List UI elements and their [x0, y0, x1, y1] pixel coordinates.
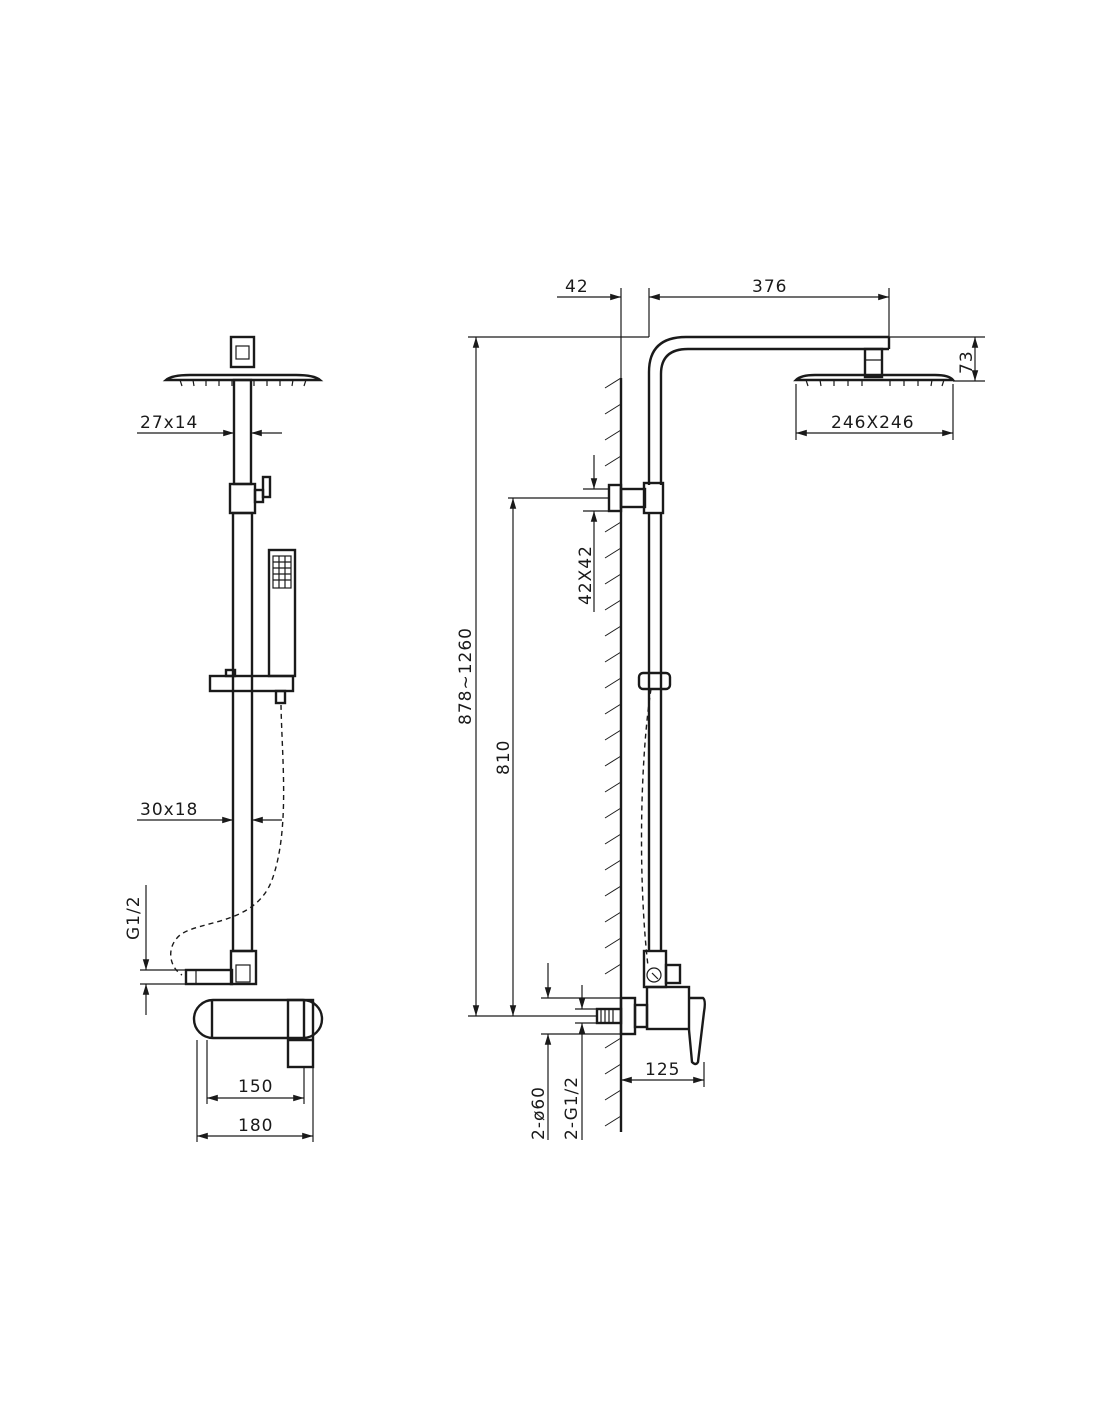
mixer-body-side — [645, 985, 691, 1031]
hose-connector — [184, 968, 234, 986]
dim-lower-pipe-section: 30x18 — [140, 800, 198, 820]
mixer-body — [192, 998, 324, 1040]
wall-bracket-plate — [607, 483, 623, 513]
mixer-lever[interactable] — [286, 998, 315, 1069]
slider-holder-side[interactable] — [637, 671, 672, 691]
riser-pipe-outer — [647, 335, 889, 485]
side-view: 42 376 73 246X246 42X42 878~1260 810 — [456, 277, 985, 1140]
riser-pipe-inner — [659, 347, 889, 485]
lower-pipe — [231, 511, 254, 953]
dim-overall-width: 180 — [238, 1116, 273, 1136]
wall-bracket-arm — [619, 487, 647, 509]
dim-inlet-thread: G1/2 — [124, 895, 144, 940]
dim-shower-arm-offset: 42 — [565, 277, 589, 297]
shower-hose — [170, 704, 285, 976]
shower-hose-side — [640, 688, 652, 967]
dim-head-height: 73 — [957, 350, 977, 374]
head-connector — [229, 335, 256, 369]
upper-pipe — [232, 378, 253, 486]
pipe-junction — [229, 949, 258, 986]
rain-shower-head — [162, 373, 324, 382]
escutcheon-side — [619, 996, 637, 1036]
diverter-body — [228, 482, 257, 515]
dim-escutcheon: 2-ø60 — [529, 1086, 549, 1140]
diverter-knob[interactable] — [253, 488, 265, 504]
dim-inlet-centres: 150 — [238, 1077, 273, 1097]
hand-shower-spray-face — [272, 555, 292, 589]
dim-bracket-size: 42X42 — [576, 545, 596, 605]
junction-outlet — [664, 963, 682, 985]
dim-inlet-thread-right: 2-G1/2 — [562, 1076, 582, 1140]
slider-holder[interactable] — [208, 674, 295, 693]
head-swivel — [863, 347, 884, 379]
dim-upper-pipe-section: 27x14 — [140, 413, 198, 433]
mixer-lever-side[interactable] — [687, 996, 706, 1066]
front-view: 27x14 30x18 G1/2 150 180 — [124, 335, 324, 1142]
dim-adjustable-height: 878~1260 — [456, 627, 476, 725]
dim-head-size: 246X246 — [831, 413, 915, 433]
wall-hatching — [604, 377, 622, 1127]
rain-shower-head-side — [793, 373, 956, 382]
dim-mixer-depth: 125 — [645, 1060, 680, 1080]
wall-bracket-clamp — [642, 481, 665, 515]
dim-bracket-height: 810 — [494, 740, 514, 775]
dim-shower-arm-reach: 376 — [752, 277, 787, 297]
